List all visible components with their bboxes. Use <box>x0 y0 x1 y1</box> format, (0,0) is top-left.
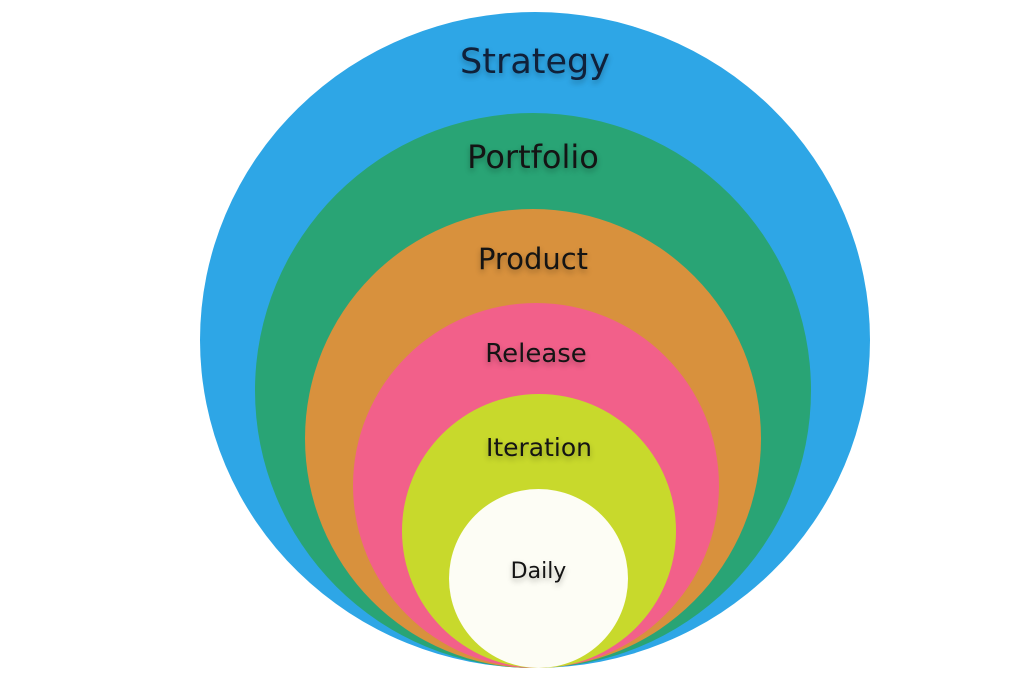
daily-label: Daily <box>510 559 567 584</box>
strategy-label: Strategy <box>460 42 610 82</box>
release-label: Release <box>485 339 587 369</box>
portfolio-label: Portfolio <box>467 138 599 176</box>
product-label: Product <box>477 242 589 276</box>
daily-ring: Daily <box>449 489 628 668</box>
iteration-label: Iteration <box>485 433 593 462</box>
